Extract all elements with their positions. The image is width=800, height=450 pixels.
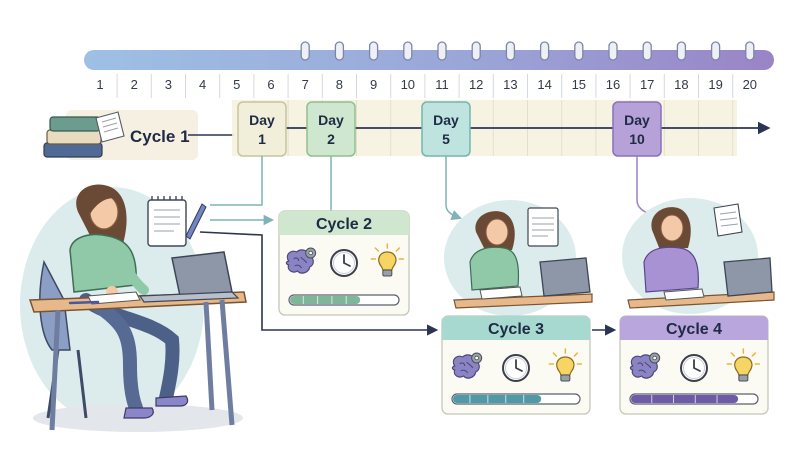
clock-icon	[680, 354, 708, 382]
day-marker-number: 2	[327, 131, 335, 147]
timeline-tick-label: 10	[401, 77, 415, 92]
timeline-tick-label: 12	[469, 77, 483, 92]
timeline-tick-label: 5	[233, 77, 240, 92]
day-marker-box	[421, 101, 471, 157]
timeline-tick-label: 7	[302, 77, 309, 92]
binder-ring	[437, 41, 447, 61]
binder-ring	[642, 41, 652, 61]
main-student-scene	[20, 184, 247, 432]
day-marker-1: Day 1	[237, 101, 287, 157]
binder-ring	[608, 41, 618, 61]
cycle-card-header	[279, 211, 409, 235]
timeline-tick-label: 17	[640, 77, 654, 92]
cycle1-label: Cycle 1	[130, 127, 190, 146]
binder-ring	[710, 41, 721, 61]
notes-to-cycle3-arrow	[199, 231, 439, 336]
binder-ring	[403, 41, 413, 61]
binder-ring	[505, 41, 516, 61]
binder-ring	[745, 41, 755, 61]
day-marker-number: 1	[258, 131, 266, 147]
timeline-tick-label: 9	[370, 77, 377, 92]
timeline-tick-label: 3	[165, 77, 172, 92]
day-marker-number: 10	[629, 131, 645, 147]
timeline-tick-label: 13	[503, 77, 517, 92]
timeline-tick-label: 16	[606, 77, 620, 92]
clock-icon	[502, 354, 530, 382]
day-marker-word: Day	[624, 112, 650, 128]
day-marker-10: Day 10	[612, 101, 662, 157]
clock-icon	[330, 249, 358, 277]
cycle-card-3: Cycle 3	[441, 315, 591, 415]
timeline-tick-label: 19	[708, 77, 722, 92]
day-marker-box	[612, 101, 662, 157]
binder-ring	[334, 41, 345, 61]
binder-ring	[539, 41, 550, 61]
day5-connector	[445, 156, 462, 220]
cycle-card-header	[442, 316, 590, 340]
notepad-icon	[147, 196, 207, 247]
day-marker-box	[306, 101, 356, 157]
timeline-tick-label: 20	[743, 77, 757, 92]
day-marker-word: Day	[249, 112, 275, 128]
binder-ring	[676, 41, 687, 61]
binder-ring	[368, 41, 379, 61]
timeline-bar	[84, 50, 774, 70]
student-scene-day5	[444, 200, 593, 316]
cycle-card-header	[620, 316, 768, 340]
progress-fill	[453, 395, 542, 403]
binder-ring	[300, 41, 310, 61]
cycle-card-title: Cycle 2	[316, 216, 372, 233]
cycle-card-title: Cycle 3	[488, 321, 544, 338]
timeline-tick-label: 4	[199, 77, 206, 92]
day-marker-2: Day 2	[306, 101, 356, 157]
day1-connector	[210, 156, 263, 206]
books-icon	[43, 111, 125, 158]
timeline-tick-label: 8	[336, 77, 343, 92]
timeline-tick-label: 2	[131, 77, 138, 92]
timeline-tick-label: 15	[572, 77, 586, 92]
day-marker-box	[237, 101, 287, 157]
cycle-card-4: Cycle 4	[619, 315, 769, 415]
binder-ring	[574, 41, 584, 61]
day10-connector	[636, 156, 653, 216]
timeline-tick-label: 6	[267, 77, 274, 92]
cycle-cards: Cycle 2 Cycle 3 Cycle 4	[278, 210, 769, 415]
day-marker-5: Day 5	[421, 101, 471, 157]
timeline-tick-label: 18	[674, 77, 688, 92]
cycle-card-title: Cycle 4	[666, 321, 722, 338]
student-scene-day10	[622, 198, 775, 314]
timeline-rings	[300, 41, 755, 61]
progress-fill	[631, 395, 739, 403]
timeline-tick-label: 11	[435, 77, 449, 92]
cycle-card-2: Cycle 2	[278, 210, 410, 316]
day-marker-number: 5	[442, 131, 450, 147]
progress-fill	[290, 296, 361, 304]
binder-ring	[471, 41, 481, 61]
day-markers: Day 1 Day 2 Day 5 Day 10	[237, 101, 662, 157]
timeline-tick-label: 1	[96, 77, 103, 92]
timeline-tick-label: 14	[537, 77, 551, 92]
day-marker-word: Day	[433, 112, 459, 128]
day-marker-word: Day	[318, 112, 344, 128]
